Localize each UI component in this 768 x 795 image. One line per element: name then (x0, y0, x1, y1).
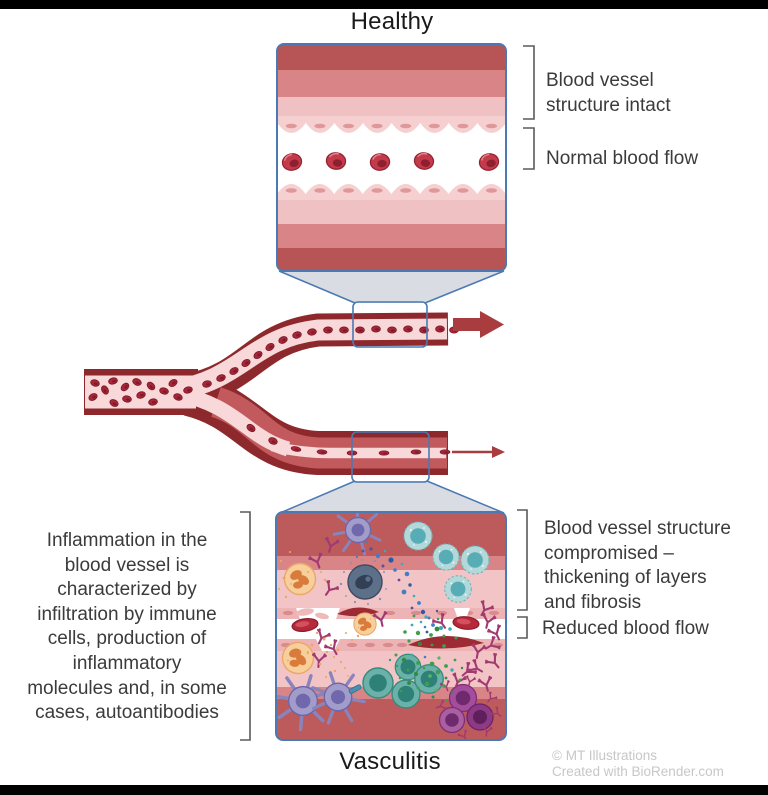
credit-line: © MT Illustrations (552, 748, 657, 763)
letterbox-bottom (0, 785, 768, 795)
macrophage-cell (347, 564, 383, 600)
healthy-zoom-region-box (352, 301, 428, 348)
inflammation-note-bracket (240, 511, 251, 741)
healthy-structure-bracket (523, 45, 535, 120)
vasculitis-magnifier-funnel (279, 480, 505, 514)
macrophage-debris (339, 559, 387, 605)
note-line: blood vessel is (64, 554, 190, 576)
note-line: characterized by (57, 579, 197, 601)
credit: © MT Illustrations Created with BioRende… (552, 748, 752, 779)
endothelium-nuclei-bottom (285, 188, 498, 193)
healthy-title: Healthy (350, 8, 434, 35)
branching-blood-vessel (84, 312, 459, 475)
neutrophil-upper (283, 562, 317, 596)
label-line: Blood vessel structure (544, 518, 731, 539)
endothelium-nuclei-top (285, 123, 498, 129)
vasculitis-section-border (275, 511, 507, 741)
note-line: Inflammation in the (46, 530, 208, 551)
engulfed-particle (348, 684, 362, 694)
vasculitis-vessel-section (275, 511, 507, 741)
normal-flow-arrow (453, 311, 504, 338)
healthy-magnifier-funnel (278, 270, 505, 304)
vasculitis-title: Vasculitis (339, 748, 441, 775)
credit-line: Created with BioRender.com (552, 763, 724, 779)
note-line: cases, autoantibodies (35, 702, 219, 724)
note-line: molecules and, in some (27, 677, 227, 699)
inflammatory-molecules-stream (355, 540, 443, 634)
vasculitis-structure-bracket (517, 509, 528, 611)
label-line: thickening of layers (544, 567, 707, 588)
fibrin-clot-lower (408, 635, 484, 649)
note-line: cells, production of (47, 628, 207, 650)
annotation-brackets (240, 45, 535, 741)
healthy-flow-label: Normal blood flow (546, 148, 699, 169)
inflamed-branch-lumen (270, 440, 446, 459)
healthy-wall-top (277, 44, 506, 133)
vasculitis-flow-bracket (517, 616, 528, 639)
label-line: structure intact (546, 94, 671, 116)
healthy-wall-bottom (277, 184, 506, 271)
healthy-flow-bracket (523, 127, 535, 170)
label-line: and fibrosis (544, 591, 642, 613)
reduced-lumen (276, 619, 506, 639)
inflammatory-molecules-lumen (403, 614, 458, 648)
healthy-structure-label: Blood vessel structure intact (546, 69, 726, 118)
vasculitis-zoom-region-box (351, 431, 430, 483)
note-line: inflammatory (72, 652, 182, 674)
vasculitis-structure-label: Blood vessel structure compromised – thi… (544, 517, 759, 615)
healthy-section-border (276, 43, 507, 272)
b-cell-cluster (434, 675, 505, 740)
inflammation-note: Inflammation in the blood vessel is char… (16, 529, 238, 726)
endothelium-top (277, 116, 506, 133)
label-line: Blood vessel (546, 70, 654, 91)
letterbox-top (0, 0, 768, 9)
endothelium-bottom (277, 184, 506, 200)
reduced-flow-arrow (452, 446, 505, 458)
note-line: infiltration by immune (37, 603, 217, 625)
healthy-vessel-section (276, 43, 507, 272)
vasculitis-flow-label: Reduced blood flow (542, 618, 709, 639)
label-line: compromised – (544, 542, 674, 564)
healthy-branch-lumen (170, 318, 448, 402)
neutrophil-granule-debris (276, 551, 360, 678)
inflammatory-molecules-lower (388, 653, 464, 702)
